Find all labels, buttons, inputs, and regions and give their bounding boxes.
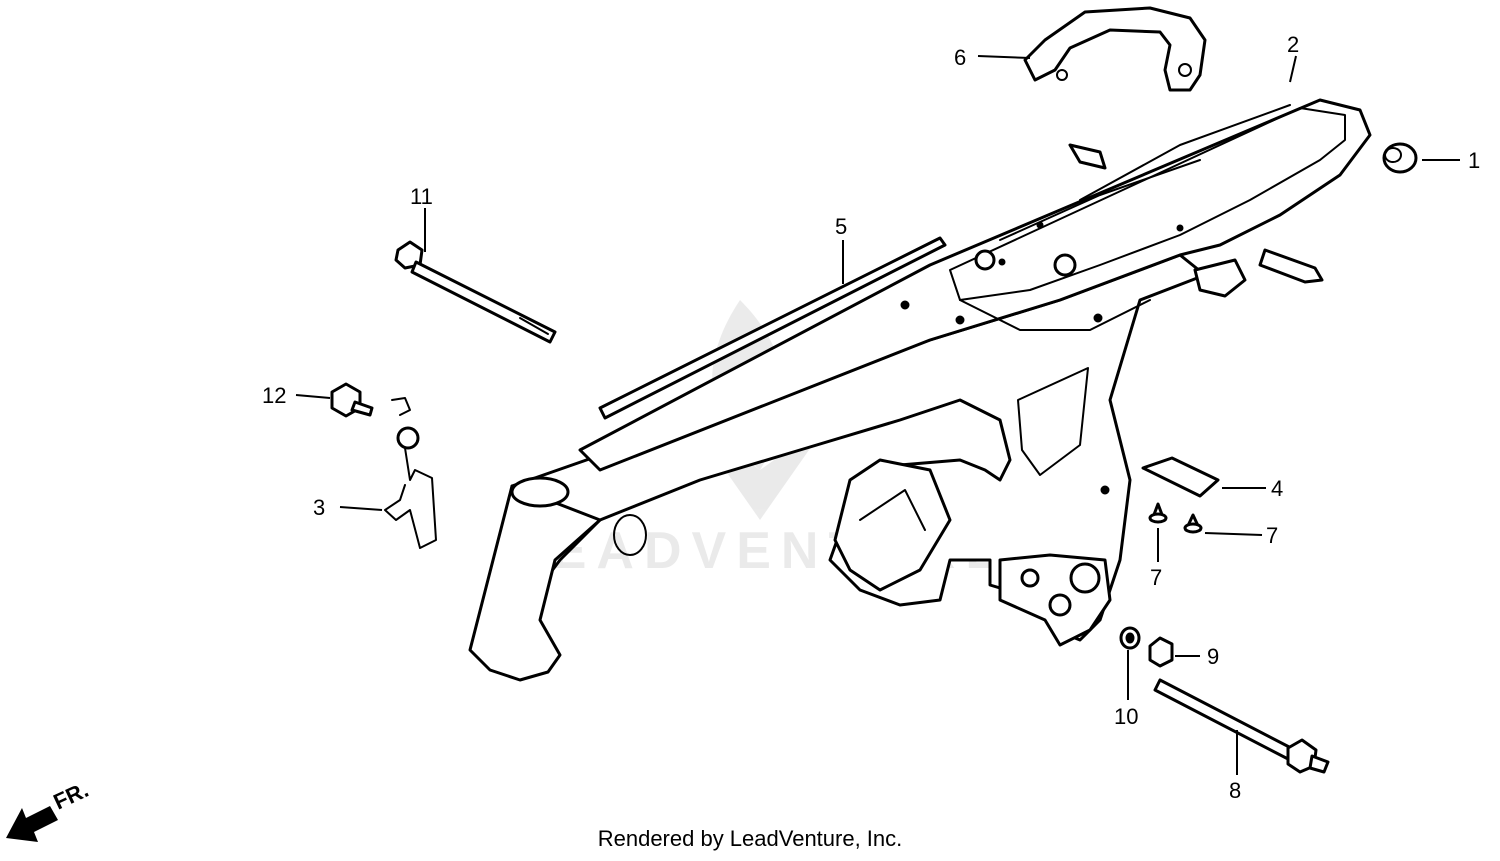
callout-2: 2	[1287, 32, 1299, 57]
front-direction-label: FR.	[50, 777, 93, 815]
part-4-plate	[1141, 456, 1220, 498]
callout-11: 11	[410, 184, 433, 209]
main-frame	[468, 98, 1372, 682]
callout-12: 12	[262, 383, 286, 408]
part-5-strip	[598, 236, 947, 420]
callout-10: 10	[1114, 704, 1138, 729]
part-6-grab-handle	[1023, 6, 1207, 92]
footer-credit: Rendered by LeadVenture, Inc.	[597, 826, 903, 851]
callout-9: 9	[1207, 644, 1219, 669]
part-3-spring-clip	[384, 397, 437, 549]
callout-1: 1	[1468, 148, 1480, 173]
callout-5: 5	[835, 214, 847, 239]
front-arrow-icon	[6, 806, 58, 842]
callout-7b: 7	[1266, 523, 1278, 548]
callout-8: 8	[1229, 778, 1241, 803]
callout-6: 6	[954, 45, 966, 70]
part-10-washer	[1119, 626, 1141, 650]
part-11-bolt	[394, 240, 557, 344]
callout-7a: 7	[1150, 565, 1162, 590]
callout-3: 3	[313, 495, 325, 520]
callout-4: 4	[1271, 476, 1283, 501]
part-8-pivot-bolt	[1153, 678, 1330, 774]
part-9-nut	[1148, 636, 1174, 668]
callout-labels: 1 2 3 4 5 6 7 7 8 9 10 11 12	[262, 32, 1480, 803]
part-7-grommets	[1148, 502, 1203, 534]
part-1-grommet	[1382, 142, 1418, 174]
part-12-flange-bolt	[330, 382, 374, 418]
leader-lines	[295, 55, 1460, 775]
